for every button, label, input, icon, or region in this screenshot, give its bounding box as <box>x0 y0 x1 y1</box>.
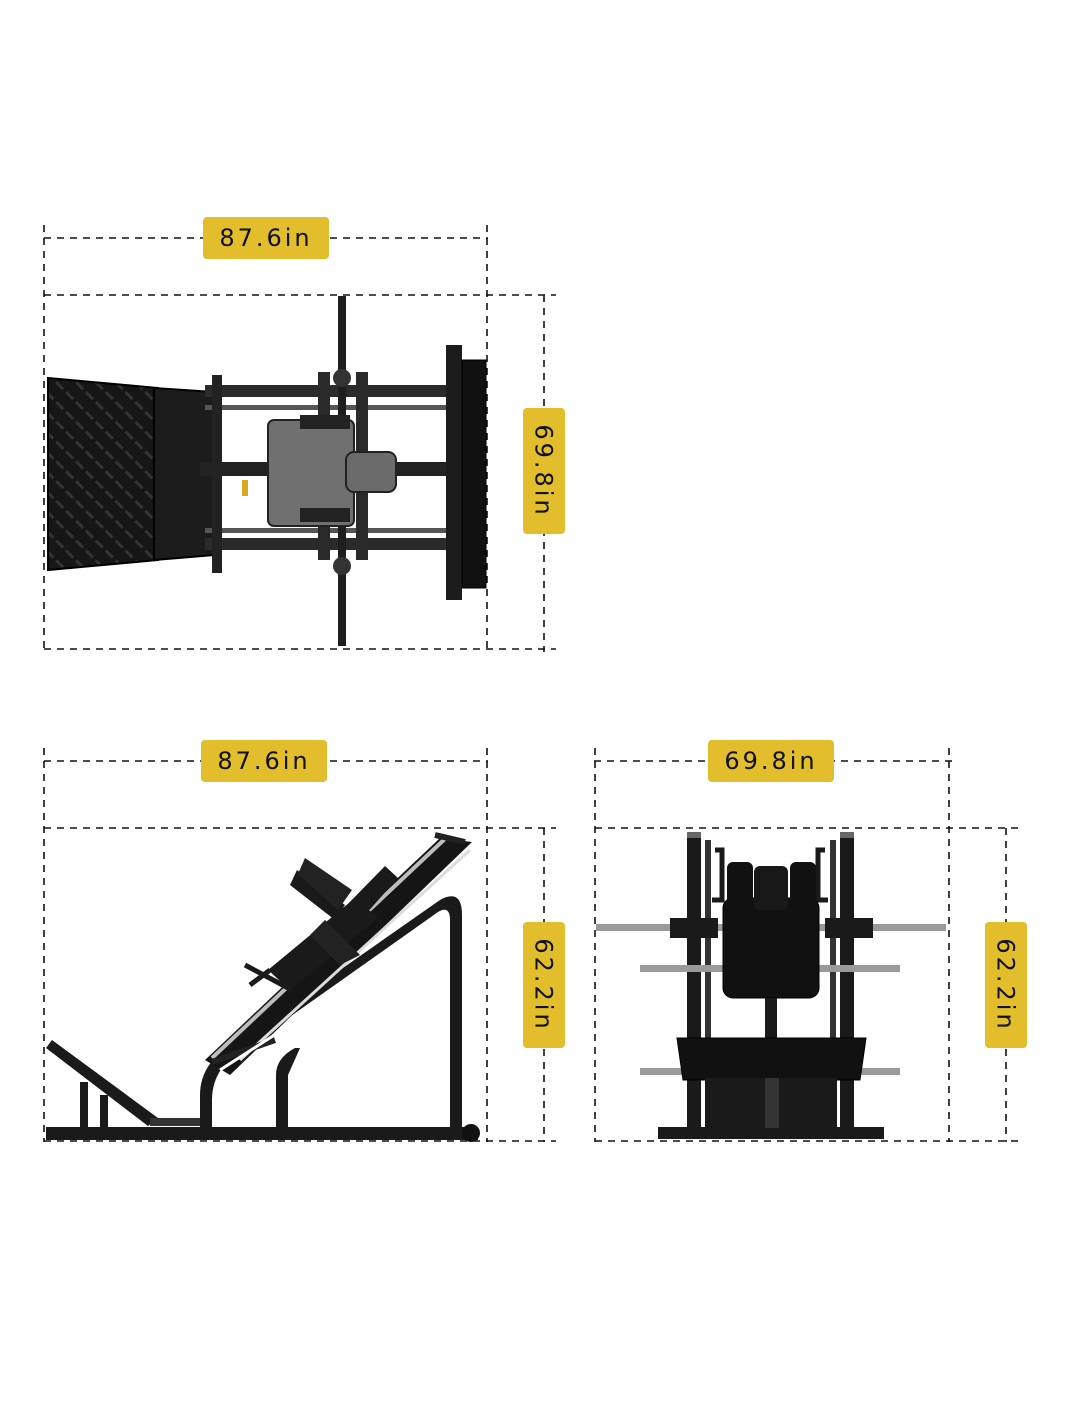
front-view-height-label: 62.2in <box>985 922 1027 1048</box>
top-view-depth-text: 69.8in <box>530 424 559 518</box>
side-view-width-text: 87.6in <box>217 747 311 775</box>
top-view-machine <box>47 296 487 646</box>
top-view-depth-label: 69.8in <box>523 408 565 534</box>
front-view-machine <box>596 832 946 1139</box>
front-view-height-text: 62.2in <box>992 938 1021 1032</box>
top-view-width-text: 87.6in <box>219 224 313 252</box>
side-view-height-label: 62.2in <box>523 922 565 1048</box>
side-view-width-label: 87.6in <box>201 740 327 782</box>
front-view-width-label: 69.8in <box>708 740 834 782</box>
side-view-height-text: 62.2in <box>530 938 559 1032</box>
top-view-width-label: 87.6in <box>203 217 329 259</box>
dimension-lines <box>43 225 1020 1142</box>
side-view-machine <box>46 832 480 1142</box>
front-view-width-text: 69.8in <box>724 747 818 775</box>
